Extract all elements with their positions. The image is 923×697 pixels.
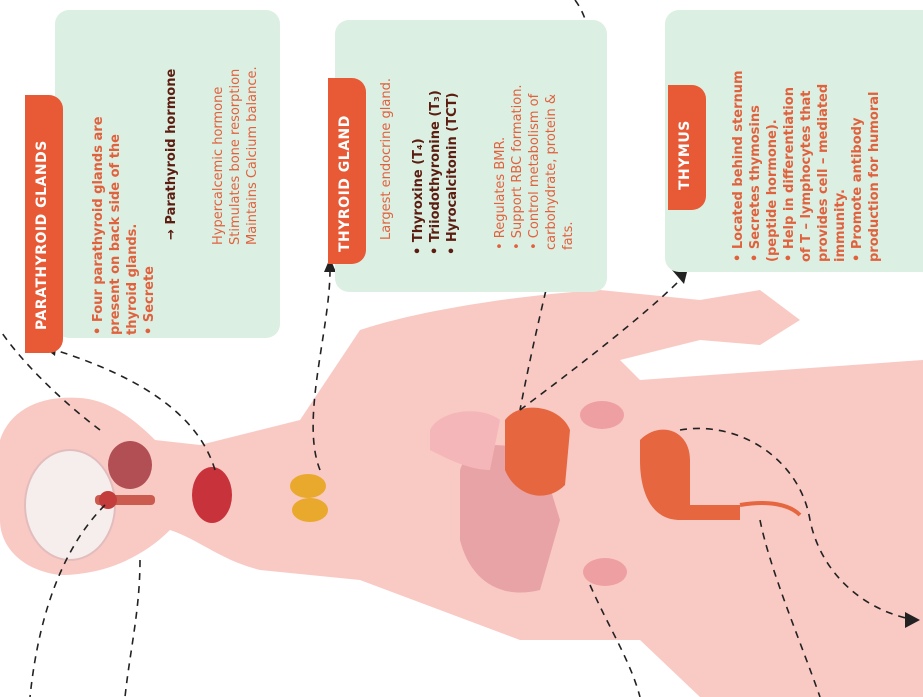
thymus-line-3: (peptide hormone). [765,119,780,262]
thymus-title: THYMUS [677,120,693,190]
thymus-line-8: • Promote antibody [850,117,865,262]
thyroid-organ-b [292,498,328,522]
leader-brain [0,329,101,431]
thyroid-intro-text: Largest endocrine gland. [379,78,394,240]
thymus-tag [668,85,706,210]
thyroid-function-5: fats. [561,221,576,250]
parathyroid-line-3: thyroid glands. [125,223,140,335]
thyroid-function-2: • Support RBC formation. [510,84,525,250]
parathyroid-title: PARATHYROID GLANDS [34,140,50,330]
arrowhead-thymus [672,268,688,284]
leader-thymus [519,279,681,411]
thyroid-hormone-2: • Triiodothyronine (T₃) [428,90,443,255]
leader-kidney [589,584,641,697]
parathyroid-effect-3: Maintains Calcium balance. [245,66,260,245]
leader-gonad [759,519,821,697]
kidney-upper [580,401,624,429]
parathyroid-line-4: • Secrete [142,266,157,335]
reproductive-organ [640,429,740,520]
thymus-line-6: provides cell – mediated [816,83,831,262]
thyroid-function-1: • Regulates BMR. [493,136,508,250]
pancreas [505,407,570,496]
thymus-text: • Located behind sternum • Secretes thym… [730,70,883,262]
parathyroid-effects: Hypercalcemic hormone Stimulates bone re… [210,66,261,245]
thyroid-hormone-1: • Thyroxine (T₄) [411,138,426,255]
thyroid-hormones: • Thyroxine (T₄) • Triiodothyronine (T₃)… [410,90,461,255]
thyroid-tag [328,78,366,264]
leader-pituitary [29,504,106,697]
tube [739,501,802,517]
thymus-line-4: • Help in differentiation [782,87,797,262]
leader-parathyroid [54,349,216,471]
thyroid-function-3: • Control metabolism of [527,93,542,250]
parathyroid-effect-1: Hypercalcemic hormone [211,86,226,245]
thyroid-functions: • Regulates BMR. • Support RBC formation… [492,84,577,250]
thymus-line-1: • Located behind sternum [731,70,746,262]
parathyroid-line-2: present on back side of the [108,134,123,335]
thymus-line-7: immunity. [833,189,848,262]
cerebellum [108,441,152,489]
thyroid-title: THYROID GLAND [337,115,353,252]
thymus-panel [665,10,923,272]
parathyroid-tag [25,95,63,353]
arrowhead-right [905,612,920,628]
parathyroid-hormone: → Parathyroid hormone [163,69,180,240]
parathyroid-panel [55,10,280,338]
stomach [430,411,500,470]
thymus-line-2: • Secretes thymosins [748,105,763,262]
thyroid-intro: Largest endocrine gland. [378,78,395,240]
parathyroid-hormone-label: → Parathyroid hormone [164,68,179,240]
leader-reproductive [679,427,916,621]
parathyroid-organ [192,467,232,523]
thyroid-organ-a [290,474,326,498]
parathyroid-effect-2: Stimulates bone resorption [228,68,243,245]
thymus-line-9: production for humoral [867,91,882,262]
thymus-line-5: of T – lymphocytes that [799,90,814,262]
parathyroid-text: • Four parathyroid glands are present on… [90,116,158,335]
thyroid-panel [335,20,607,292]
arrowhead-thyroid [324,258,336,272]
leader-head-lower [124,559,141,697]
thyroid-function-4: carbohydrate, protein & [544,94,559,250]
leader-thyroid [312,269,331,471]
pituitary [99,491,117,509]
thyroid-hormone-3: • Hyrocalcitonin (TCT) [445,92,460,255]
parathyroid-line-1: • Four parathyroid glands are [91,116,106,335]
kidney-lower [583,558,627,586]
